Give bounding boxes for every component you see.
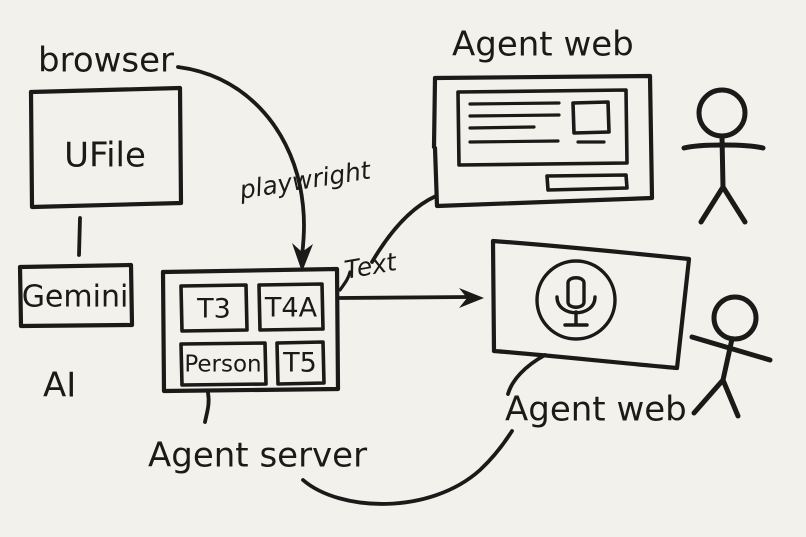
stick-figure-head-upper	[696, 87, 748, 139]
stick-figure-head-lower	[711, 294, 759, 342]
browser-label: browser	[38, 41, 174, 81]
node-agent-web-browser[interactable]	[431, 73, 655, 209]
chip-person-label: Person	[184, 352, 261, 378]
browser-content-panel	[456, 88, 629, 167]
agent-server-label: Agent server	[148, 436, 367, 476]
voice-screen-outline	[490, 238, 692, 371]
node-gemini[interactable]: Gemini	[17, 262, 135, 329]
microphone-capsule	[566, 276, 586, 309]
voice-screen-caption-leader	[506, 353, 547, 396]
chip-t3-outline	[179, 283, 249, 333]
gemini-label: Gemini	[22, 280, 129, 315]
ufile-label: UFile	[64, 136, 146, 176]
chip-person-outline	[179, 341, 268, 387]
text-label-leader	[338, 270, 352, 292]
chip-t4a[interactable]: T4A	[257, 282, 325, 332]
chip-person[interactable]: Person	[179, 341, 268, 387]
browser-text-line-1	[468, 101, 561, 106]
microphone-circle	[535, 259, 617, 341]
agent-server-caption-leader	[203, 391, 211, 424]
agent-server-box-outline	[160, 266, 341, 394]
agent-web-top-label: Agent web	[452, 25, 634, 65]
ai-label: AI	[43, 366, 76, 406]
stick-figure-legs-upper	[698, 184, 748, 225]
edge-agentweb-to-text	[370, 194, 438, 264]
browser-text-line-4	[468, 139, 560, 144]
node-agent-web-voice[interactable]	[490, 238, 692, 371]
stick-figure-arms-lower	[689, 334, 773, 363]
text-arrow-path	[337, 295, 470, 300]
chip-t4a-outline	[257, 282, 325, 332]
gemini-box-outline	[17, 262, 135, 329]
edge-ufile-gemini	[77, 216, 82, 257]
playwright-arrowhead	[292, 243, 313, 272]
text-arrowhead	[459, 288, 484, 308]
browser-thumbnail-square	[571, 100, 611, 135]
chip-t5[interactable]: T5	[275, 340, 326, 386]
chip-t3[interactable]: T3	[179, 283, 249, 333]
playwright-arrow-path	[176, 65, 306, 258]
playwright-label: playwright	[237, 155, 374, 205]
ufile-box-outline	[28, 85, 184, 210]
edge-playwright	[176, 65, 313, 272]
browser-text-line-2	[468, 113, 561, 118]
browser-button-bar	[545, 173, 629, 192]
chip-t4a-label: T4A	[264, 293, 318, 324]
node-ufile[interactable]: UFile	[28, 85, 184, 210]
stick-figure-legs-lower	[691, 377, 741, 419]
stick-figure-arms-upper	[681, 142, 766, 151]
microphone-icon[interactable]	[535, 259, 617, 341]
text-label: Text	[342, 247, 400, 285]
chip-t3-label: T3	[196, 294, 231, 325]
agent-web-bottom-label: Agent web	[505, 390, 687, 430]
chip-t5-label: T5	[282, 348, 317, 379]
browser-window-outline	[431, 73, 655, 209]
stick-figure-icon-lower	[689, 294, 773, 419]
edge-text	[337, 288, 484, 308]
chip-t5-outline	[275, 340, 326, 386]
node-agent-server[interactable]: T3 T4A Person T5	[160, 266, 341, 394]
stick-figure-icon-upper	[681, 87, 766, 225]
browser-text-line-3	[468, 125, 536, 130]
edge-agent-server-to-agent-web-voice	[301, 429, 514, 506]
